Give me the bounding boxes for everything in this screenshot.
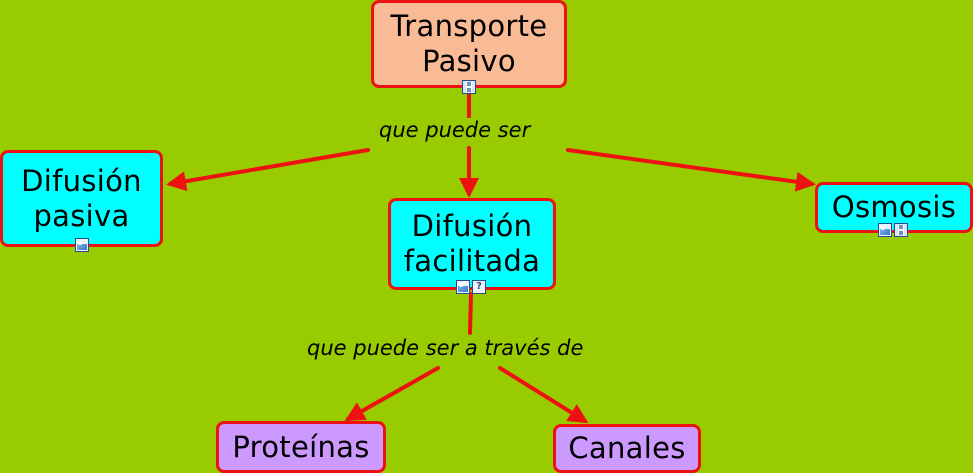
- film-icon[interactable]: [894, 223, 908, 237]
- arrow-to-osmosis: [566, 148, 816, 192]
- difusion-facilitada-resources: ?: [456, 280, 486, 294]
- osmosis-resources: [878, 223, 908, 237]
- node-label: Canales: [568, 431, 686, 466]
- node-canales[interactable]: Canales: [553, 424, 701, 473]
- image-icon[interactable]: [456, 280, 470, 294]
- node-label: Proteínas: [232, 429, 370, 464]
- image-icon[interactable]: [75, 238, 89, 252]
- arrow-to-difusion-pasiva: [166, 148, 370, 192]
- transporte-pasivo-resources: [462, 80, 476, 94]
- linking-phrase-a-traves-de: que puede ser a través de: [303, 336, 588, 360]
- image-icon[interactable]: [878, 223, 892, 237]
- node-label: Osmosis: [831, 190, 957, 225]
- linking-phrase-que-puede-ser: que puede ser: [375, 118, 535, 142]
- film-icon[interactable]: [462, 80, 476, 94]
- node-transporte-pasivo[interactable]: Transporte Pasivo: [371, 0, 567, 88]
- document-icon[interactable]: ?: [472, 280, 486, 294]
- arrow-to-canales: [498, 366, 589, 424]
- node-difusion-facilitada[interactable]: Difusión facilitada: [388, 198, 556, 290]
- node-proteinas[interactable]: Proteínas: [216, 421, 386, 473]
- difusion-pasiva-resources: [75, 238, 89, 252]
- connector-facilitada-to-phrase: [468, 292, 473, 335]
- node-label: Difusión facilitada: [403, 209, 541, 278]
- arrow-to-proteinas: [344, 366, 440, 421]
- node-label: Transporte Pasivo: [390, 9, 548, 78]
- node-difusion-pasiva[interactable]: Difusión pasiva: [0, 150, 163, 247]
- node-label: Difusión pasiva: [21, 163, 142, 233]
